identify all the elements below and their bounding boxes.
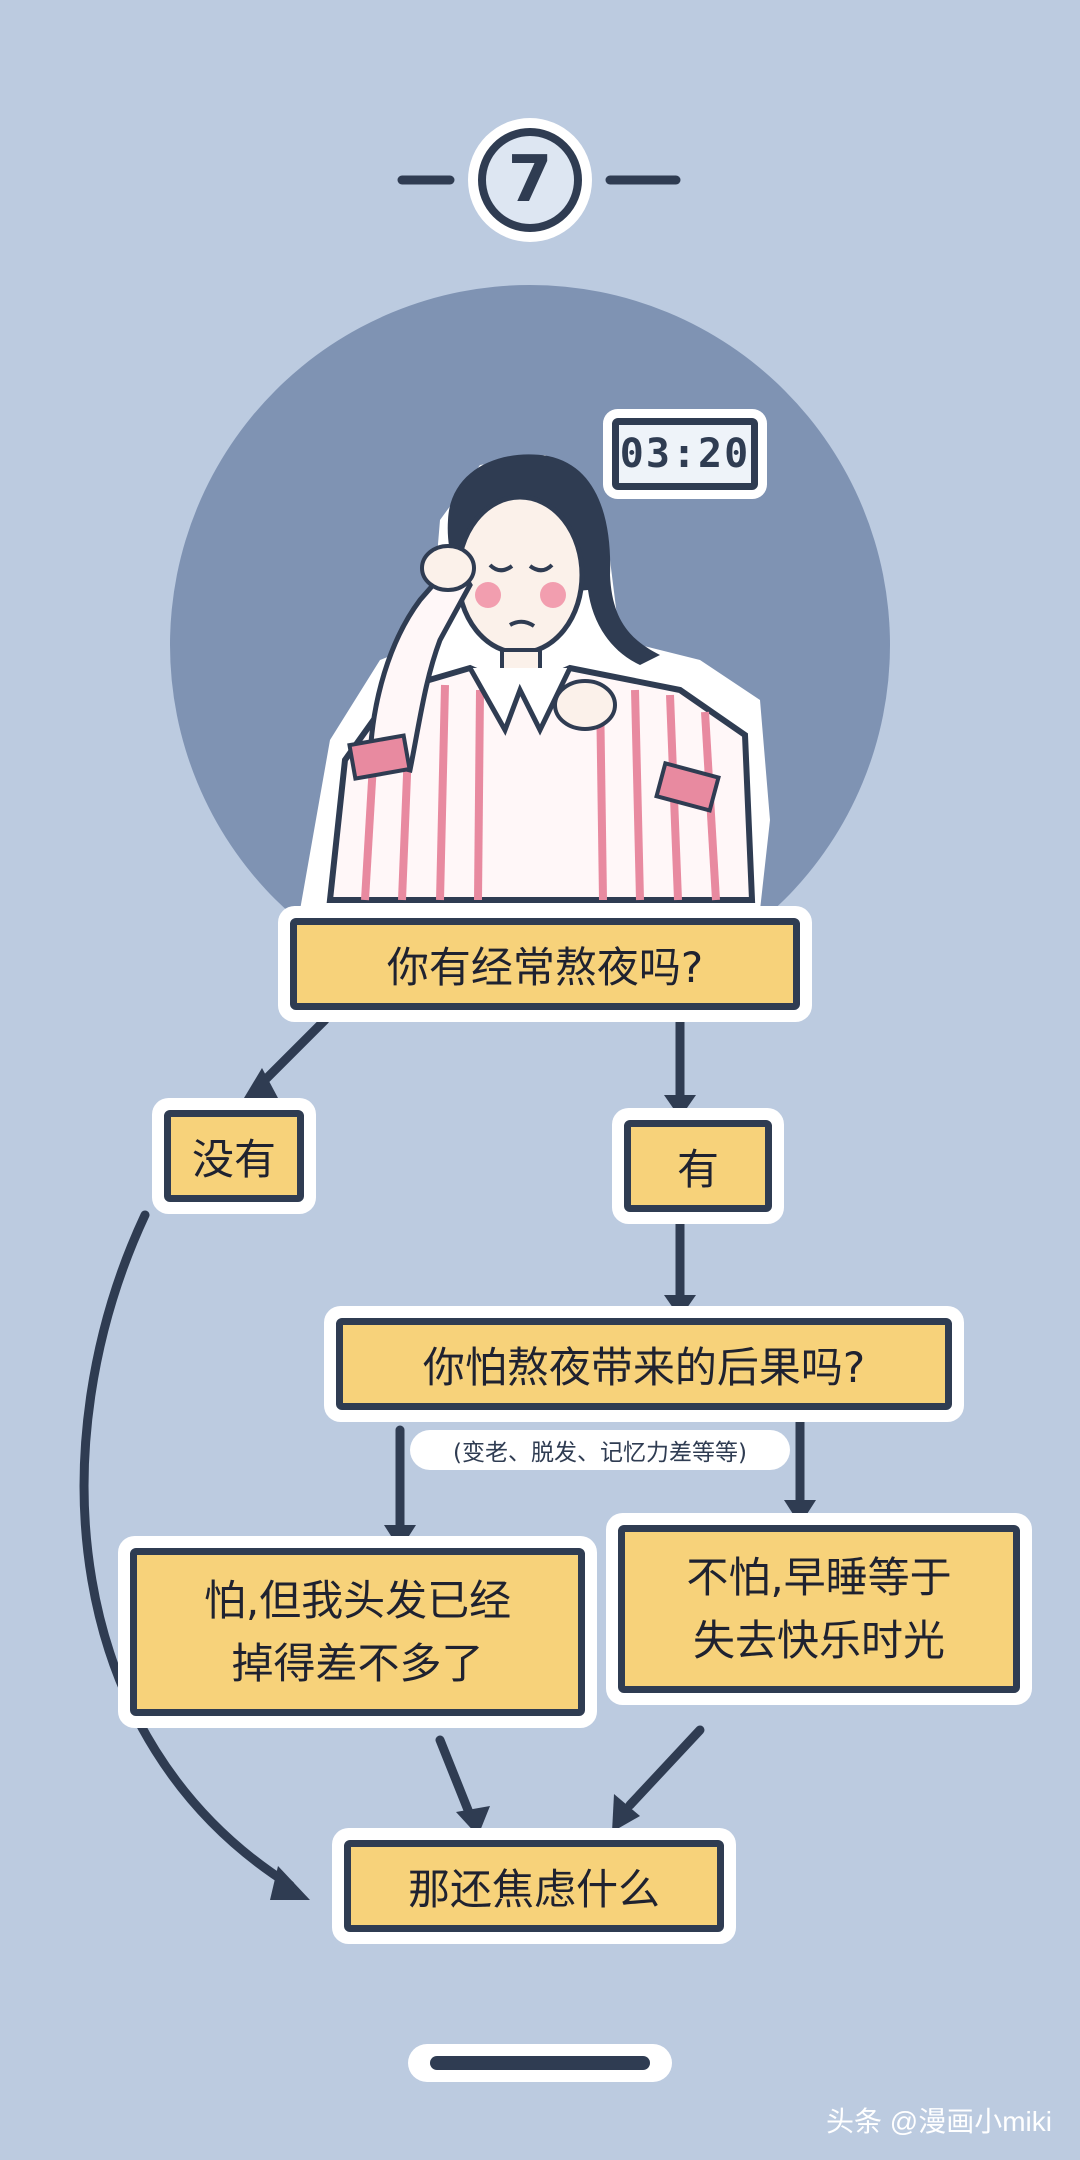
answer-not-afraid-line1: 不怕,早睡等于 — [686, 1553, 952, 1602]
arrow-no-to-conclusion — [79, 1210, 295, 1890]
digital-clock: 03:20 — [612, 418, 758, 490]
answer-not-afraid: 不怕,早睡等于 失去快乐时光 — [618, 1525, 1020, 1693]
answer-yes-text: 有 — [676, 1144, 719, 1194]
question-stays-up-late-text: 你有经常熬夜吗? — [386, 942, 704, 992]
conclusion-why-worry-text: 那还焦虑什么 — [407, 1864, 660, 1914]
consequences-note-text: (变老、脱发、记忆力差等等) — [453, 1440, 747, 1466]
consequences-note: (变老、脱发、记忆力差等等) — [410, 1430, 790, 1470]
arrow-not-afraid-to-conclusion — [625, 1725, 705, 1810]
answer-no: 没有 — [164, 1110, 304, 1202]
answer-yes: 有 — [624, 1120, 772, 1212]
question-afraid-consequences-text: 你怕熬夜带来的后果吗? — [422, 1342, 866, 1392]
answer-afraid-line2: 掉得差不多了 — [231, 1639, 484, 1688]
watermark: 头条 @漫画小miki — [826, 2106, 1052, 2137]
question-afraid-consequences: 你怕熬夜带来的后果吗? — [336, 1318, 952, 1410]
answer-not-afraid-line2: 失去快乐时光 — [692, 1616, 945, 1665]
arrow-afraid-to-conclusion — [435, 1735, 475, 1820]
arrow-heads — [238, 1068, 816, 1900]
tired-woman-illustration — [300, 454, 770, 910]
answer-afraid-line1: 怕,但我头发已经 — [203, 1576, 512, 1625]
conclusion-why-worry: 那还焦虑什么 — [344, 1840, 724, 1932]
bottom-bar — [430, 2056, 650, 2070]
step-number: 7 — [507, 143, 553, 217]
question-stays-up-late: 你有经常熬夜吗? — [290, 918, 800, 1010]
step-number-badge: 7 — [478, 128, 582, 232]
answer-afraid: 怕,但我头发已经 掉得差不多了 — [130, 1548, 585, 1716]
answer-no-text: 没有 — [191, 1134, 276, 1184]
clock-time: 03:20 — [619, 431, 751, 477]
